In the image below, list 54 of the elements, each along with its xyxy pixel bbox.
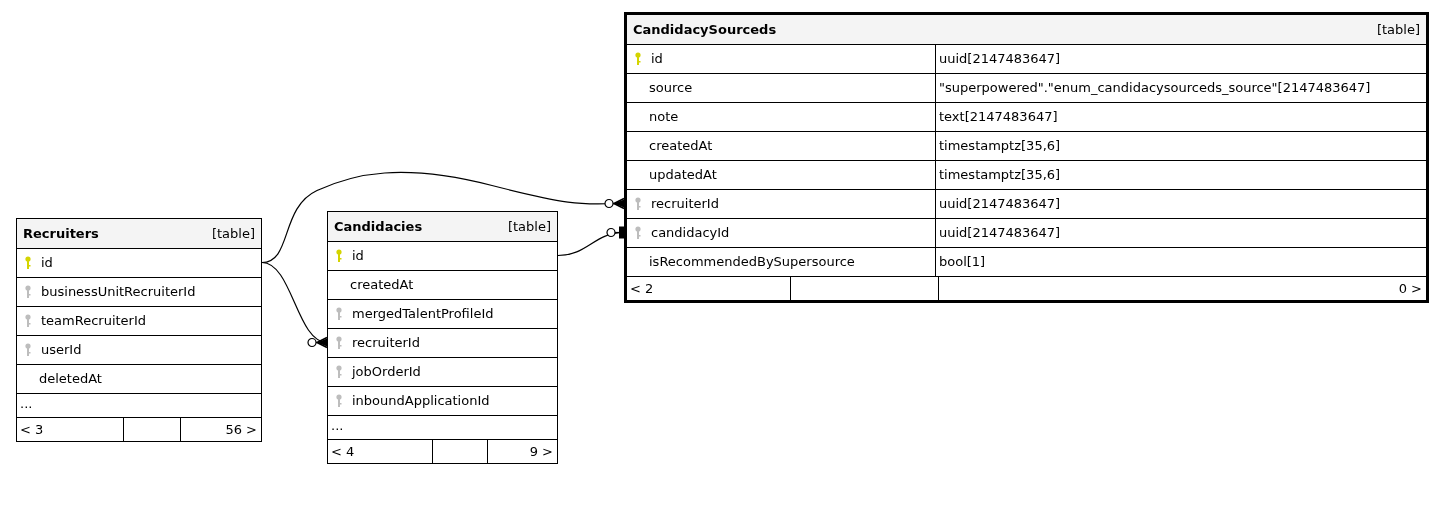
- column-row: [627, 73, 1426, 102]
- table-type-label: [table]: [211, 224, 255, 243]
- column-type: timestamptz[35,6]: [938, 137, 1061, 156]
- table-box: [327, 211, 558, 464]
- column-name: userId: [41, 341, 82, 360]
- column-name: isRecommendedBySupersource: [649, 253, 855, 272]
- column-name: candidacyId: [651, 224, 730, 243]
- table-box: [624, 12, 1429, 303]
- column-row: [627, 131, 1426, 160]
- column-row: [627, 44, 1426, 73]
- column-name: recruiterId: [352, 334, 420, 353]
- footer-cell-text: 0 >: [1397, 280, 1423, 298]
- column-row: [627, 218, 1426, 247]
- column-name: inboundApplicationId: [352, 392, 490, 411]
- column-name: jobOrderId: [352, 363, 421, 382]
- column-name: id: [352, 247, 364, 266]
- column-name: deletedAt: [39, 370, 102, 389]
- column-name: note: [649, 108, 679, 127]
- column-name: source: [649, 79, 693, 98]
- column-type: text[2147483647]: [938, 108, 1058, 127]
- column-name: createdAt: [350, 276, 414, 295]
- table-box: [16, 218, 262, 442]
- column-name: mergedTalentProfileId: [352, 305, 494, 324]
- relationship-line: [261, 261, 329, 349]
- relationship-line: [557, 225, 625, 257]
- footer-cell: < 2: [627, 277, 791, 300]
- column-type: bool[1]: [938, 253, 986, 272]
- footer-cell-text: 56 >: [224, 421, 258, 439]
- column-type: "superpowered"."enum_candidacysourceds_source"[2147483647]: [938, 79, 1371, 98]
- column-row: [627, 160, 1426, 189]
- column-type: uuid[2147483647]: [938, 195, 1061, 214]
- column-name: createdAt: [649, 137, 713, 156]
- footer-cell: < 4: [328, 440, 433, 463]
- table-name: Candidacies: [334, 217, 423, 236]
- ellipsis-text: ...: [20, 396, 33, 411]
- table-type-label: [table]: [1376, 20, 1420, 39]
- column-row: [627, 247, 1426, 276]
- column-type: uuid[2147483647]: [938, 224, 1061, 243]
- table-type-label: [table]: [507, 217, 551, 236]
- table-name: CandidacySourceds: [633, 20, 777, 39]
- column-name: id: [651, 50, 663, 69]
- column-row: [627, 189, 1426, 218]
- footer-cell-text: 9 >: [528, 443, 554, 461]
- table-name: Recruiters: [23, 224, 99, 243]
- footer-cell: < 3: [17, 418, 124, 441]
- column-name: id: [41, 254, 53, 273]
- ellipsis-text: ...: [331, 418, 344, 433]
- column-name: updatedAt: [649, 166, 717, 185]
- column-type: uuid[2147483647]: [938, 50, 1061, 69]
- column-name: teamRecruiterId: [41, 312, 147, 331]
- column-row: [627, 102, 1426, 131]
- column-name: recruiterId: [651, 195, 719, 214]
- column-type: timestamptz[35,6]: [938, 166, 1061, 185]
- column-name: businessUnitRecruiterId: [41, 283, 196, 302]
